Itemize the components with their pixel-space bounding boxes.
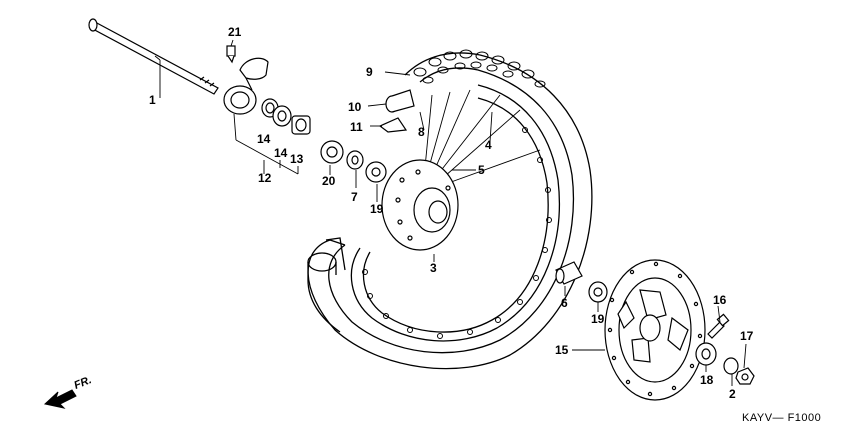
- callout-7: 7: [351, 190, 358, 204]
- speedometer-gears: [261, 98, 311, 135]
- hub-seal-bearing-left: [320, 140, 387, 183]
- callout-3: 3: [430, 261, 437, 275]
- leader-lines: [154, 39, 747, 386]
- brake-disc: [604, 259, 706, 401]
- tire-tread: [413, 49, 546, 88]
- front-axle: [88, 18, 219, 95]
- tube-valve: [378, 89, 415, 133]
- callout-9: 9: [366, 65, 373, 79]
- speedometer-gearbox: [223, 45, 269, 115]
- callout-12: 12: [258, 171, 272, 185]
- callout-18: 18: [700, 373, 714, 387]
- callout-14a: 14: [257, 132, 271, 146]
- callout-20: 20: [322, 174, 336, 188]
- callout-11: 11: [350, 120, 363, 134]
- front-direction-arrow: [43, 389, 77, 409]
- callout-19a: 19: [370, 202, 384, 216]
- callout-5: 5: [478, 163, 485, 177]
- callout-17: 17: [740, 329, 754, 343]
- callout-10: 10: [348, 100, 362, 114]
- callout-21: 21: [228, 25, 242, 39]
- rim-spoke-holes: [362, 127, 552, 339]
- callout-19b: 19: [591, 312, 605, 326]
- callout-1: 1: [149, 93, 156, 107]
- diagram-code: KAYV— F1000: [742, 412, 822, 424]
- distance-collar: [555, 261, 583, 285]
- hub-bearing-right: [588, 281, 608, 303]
- callout-6: 6: [561, 296, 568, 310]
- callout-16: 16: [713, 293, 727, 307]
- callout-2: 2: [729, 387, 736, 401]
- dust-seal-right: [695, 342, 717, 366]
- front-tire: [307, 52, 593, 370]
- callout-13: 13: [290, 152, 304, 166]
- disc-bolt: [707, 313, 730, 339]
- callout-15: 15: [555, 343, 569, 357]
- callout-14b: 14: [274, 146, 288, 160]
- axle-collar-nut: [723, 357, 755, 385]
- callout-8: 8: [418, 125, 425, 139]
- callout-4: 4: [485, 138, 492, 152]
- front-wheel-hub: [381, 159, 459, 251]
